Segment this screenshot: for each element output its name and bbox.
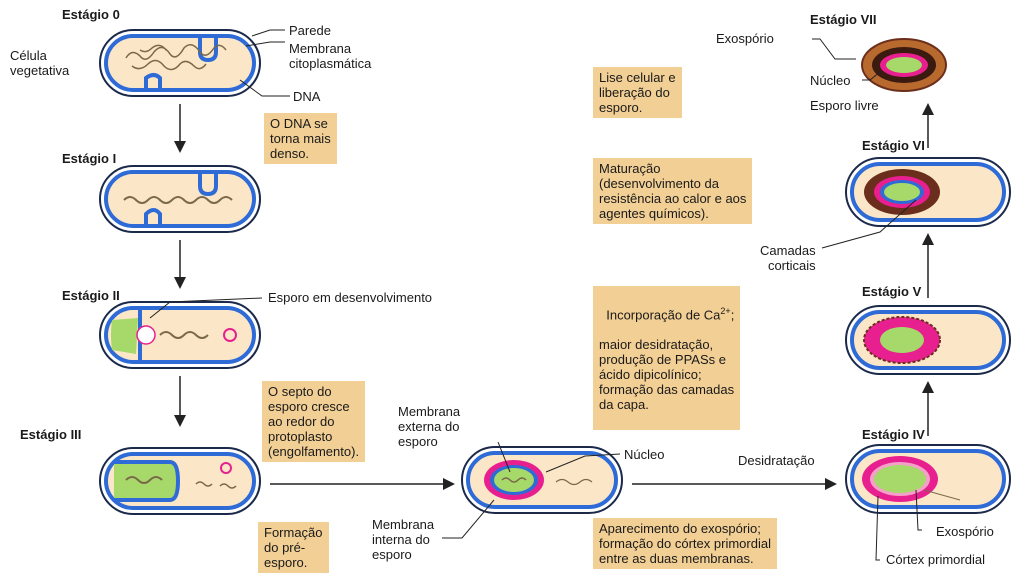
- note-dna-denso: O DNA se torna mais denso.: [264, 113, 337, 164]
- stage-0-title: Estágio 0: [62, 7, 120, 22]
- note-incorporacao-calcio: Incorporação de Ca2+; maior desidratação…: [593, 286, 740, 430]
- cell-stage-5: [846, 306, 1010, 374]
- note-maturacao: Maturação (desenvolvimento da resistênci…: [593, 158, 752, 224]
- note-ca-line1-end: ;: [731, 307, 735, 322]
- note-ca-superscript: 2+: [720, 306, 730, 316]
- stage-3-title: Estágio III: [20, 427, 81, 442]
- note-ca-rest: maior desidratação, produção de PPASs e …: [599, 337, 734, 412]
- cell-middle: [462, 447, 622, 513]
- cell-stage-2: [100, 302, 260, 368]
- label-nucleo-middle: Núcleo: [624, 447, 664, 462]
- label-desidratacao: Desidratação: [738, 453, 815, 468]
- cell-stage-4: [846, 445, 1010, 513]
- label-cortex-primordial: Córtex primordial: [886, 552, 985, 567]
- stage-2-title: Estágio II: [62, 288, 120, 303]
- label-esporo-desenvolvimento: Esporo em desenvolvimento: [268, 290, 432, 305]
- label-nucleo-vii: Núcleo: [810, 73, 850, 88]
- label-exosporio-vii: Exospório: [716, 31, 774, 46]
- stage-1-title: Estágio I: [62, 151, 116, 166]
- cell-stage-1: [100, 166, 260, 232]
- stage-4-title: Estágio IV: [862, 427, 925, 442]
- label-parede: Parede: [289, 23, 331, 38]
- free-spore-stage-7: [862, 39, 946, 91]
- cell-stage-0: [100, 30, 260, 96]
- label-exosporio-iv: Exospório: [936, 524, 994, 539]
- label-celula-vegetativa: Célula vegetativa: [10, 48, 69, 78]
- label-esporo-livre: Esporo livre: [810, 98, 879, 113]
- cell-stage-3: [100, 448, 260, 514]
- note-aparecimento-exosporio: Aparecimento do exospório; formação do c…: [593, 518, 777, 569]
- stage-7-title: Estágio VII: [810, 12, 876, 27]
- note-ca-line1: Incorporação de Ca: [606, 307, 720, 322]
- label-membrana-interna: Membrana interna do esporo: [372, 517, 434, 562]
- note-formacao-pre-esporo: Formação do pré- esporo.: [258, 522, 329, 573]
- note-septo: O septo do esporo cresce ao redor do pro…: [262, 381, 365, 462]
- label-membrana-externa: Membrana externa do esporo: [398, 404, 460, 449]
- label-dna: DNA: [293, 89, 320, 104]
- label-membrana-citoplasmatica: Membrana citoplasmática: [289, 41, 371, 71]
- stage-6-title: Estágio VI: [862, 138, 925, 153]
- label-camadas-corticais: Camadas corticais: [760, 243, 816, 273]
- cell-stage-6: [846, 158, 1010, 226]
- stage-5-title: Estágio V: [862, 284, 921, 299]
- note-lise: Lise celular e liberação do esporo.: [593, 67, 682, 118]
